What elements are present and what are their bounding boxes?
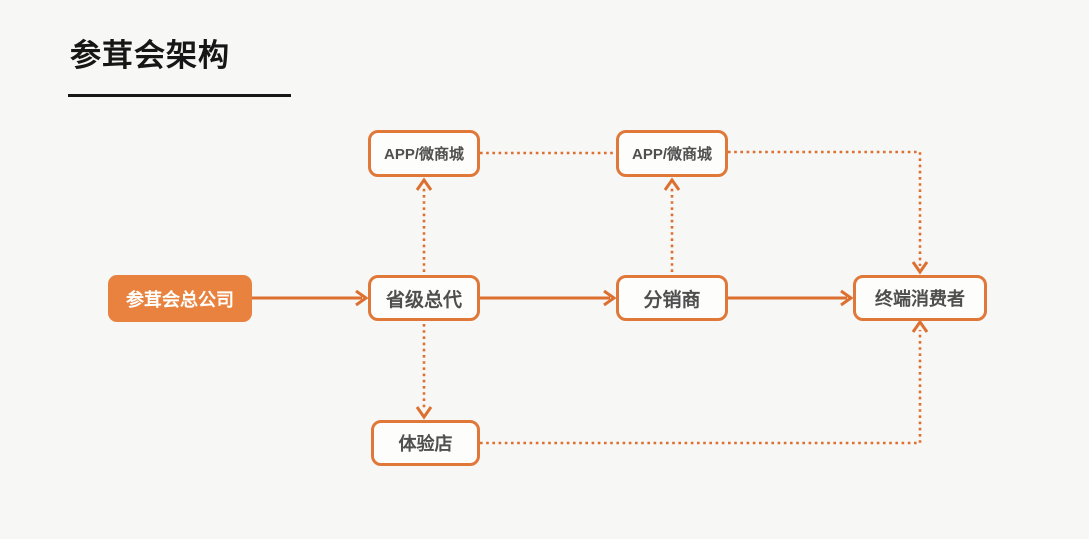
- edge-provincial-agent-to-distributor: [480, 289, 617, 307]
- node-app-mall-1-label: APP/微商城: [383, 146, 464, 163]
- node-provincial-agent-label: 省级总代: [385, 289, 462, 311]
- node-distributor-label: 分销商: [643, 289, 701, 311]
- node-provincial-agent: 省级总代: [368, 275, 480, 321]
- node-end-consumer: 终端消费者: [853, 275, 987, 321]
- node-hq-label: 参茸会总公司: [126, 289, 234, 310]
- edge-distributor-to-end-consumer: [728, 289, 854, 307]
- edge-app-mall-2-to-end-consumer: [728, 150, 929, 275]
- title-underline: [68, 94, 291, 97]
- node-app-mall-2: APP/微商城: [616, 130, 728, 177]
- node-experience-store: 体验店: [371, 420, 480, 466]
- edge-distributor-to-app-mall-2: [663, 177, 681, 272]
- node-app-mall-2-label: APP/微商城: [631, 146, 712, 163]
- edge-provincial-agent-to-app-mall-1: [415, 177, 433, 272]
- node-end-consumer-label: 终端消费者: [875, 289, 965, 309]
- node-hq: 参茸会总公司: [108, 275, 252, 322]
- node-experience-store-label: 体验店: [398, 434, 453, 454]
- edge-experience-store-to-end-consumer: [480, 319, 929, 445]
- node-app-mall-1: APP/微商城: [368, 130, 480, 177]
- page-title: 参茸会架构: [70, 38, 230, 73]
- edge-hq-to-provincial-agent: [252, 289, 369, 307]
- node-distributor: 分销商: [616, 275, 728, 321]
- edge-provincial-agent-to-experience-store: [415, 324, 433, 420]
